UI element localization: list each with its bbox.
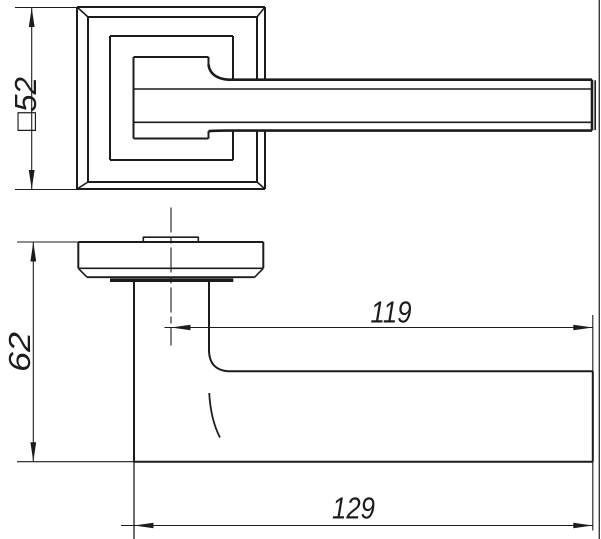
dimension-52: □52 <box>8 6 77 191</box>
dimension-129: 129 <box>121 461 593 539</box>
dim-62-label: 62 <box>2 332 37 372</box>
dim-62-extension-lines <box>17 241 134 463</box>
dim-129-arrow-left <box>134 522 154 529</box>
neck-square <box>132 56 210 140</box>
dim-52-extension-lines <box>15 6 77 191</box>
dim-119-label: 119 <box>371 295 412 330</box>
rosette-plate-chamfers <box>77 267 264 278</box>
dim-52-label: □52 <box>8 77 43 131</box>
lever-underside-blend-curve <box>208 392 221 438</box>
lever-bar-face-lines <box>134 88 592 124</box>
dim-119-arrow-left <box>171 324 191 331</box>
dim-52-arrow-up <box>28 7 35 27</box>
neck-lever-blend-curve <box>208 351 228 373</box>
rosette-corner-chamfers <box>76 6 266 190</box>
lever-profile <box>134 370 594 463</box>
rosette-rim-inner-square <box>87 16 258 183</box>
dim-62-arrow-down <box>30 442 37 462</box>
top-view <box>76 6 596 190</box>
dim-62-arrow-up <box>30 242 37 262</box>
rosette-plate <box>77 241 265 269</box>
dim-52-arrow-down <box>28 170 35 190</box>
dimension-119: 119 <box>164 295 594 531</box>
dim-119-arrow-right <box>573 324 593 331</box>
rosette-raised-square <box>109 35 234 161</box>
dim-129-arrow-right <box>573 522 593 529</box>
front-view <box>77 207 594 463</box>
lever-bar-silhouette <box>207 64 592 133</box>
rosette-top-tab <box>142 236 200 242</box>
dim-129-label: 129 <box>332 491 375 526</box>
dimension-62: 62 <box>2 241 134 463</box>
rosette-outer-square <box>76 6 266 190</box>
